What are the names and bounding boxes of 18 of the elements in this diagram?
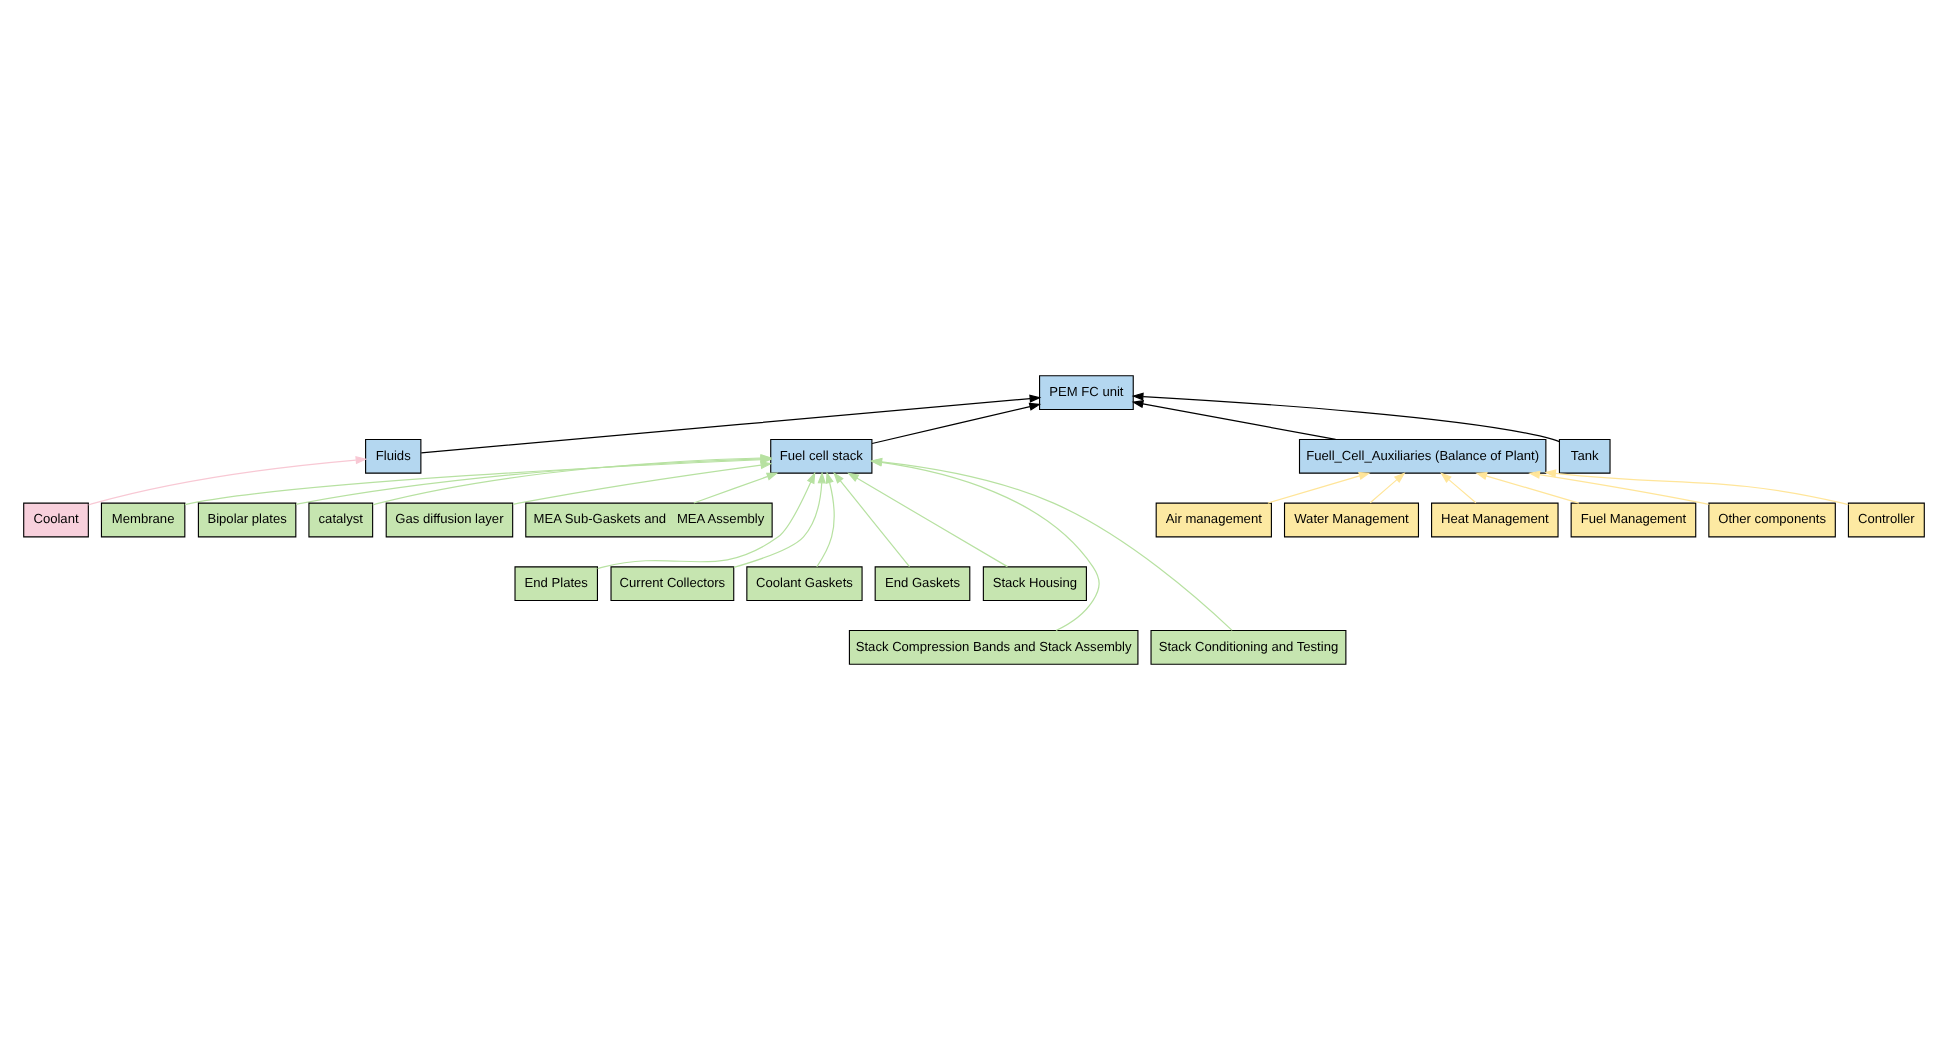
arrow xyxy=(733,470,826,568)
arrow xyxy=(1131,398,1337,439)
arrow xyxy=(1440,471,1477,503)
arrow xyxy=(693,471,779,503)
arrow xyxy=(87,454,368,505)
arrow xyxy=(1369,471,1406,503)
arrow xyxy=(1267,471,1371,503)
arrow xyxy=(816,470,835,567)
arrow xyxy=(420,393,1042,453)
arrow xyxy=(833,470,911,567)
arrow xyxy=(1475,471,1580,503)
arrow xyxy=(871,401,1042,444)
arrow xyxy=(1544,468,1849,505)
arrow xyxy=(1131,391,1560,442)
arrow xyxy=(1528,469,1710,504)
arrow xyxy=(847,471,1008,567)
arrow xyxy=(596,470,816,569)
arrow xyxy=(512,459,773,504)
